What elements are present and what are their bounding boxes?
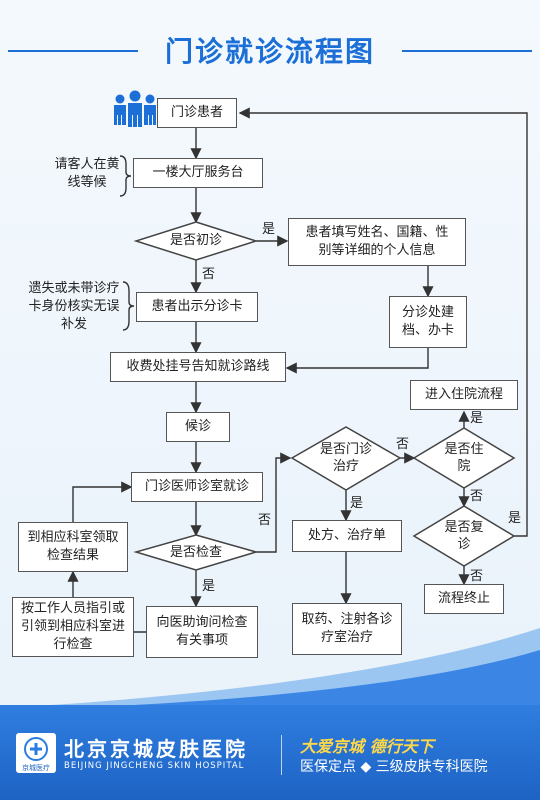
node-register: 收费处挂号告知就诊路线 xyxy=(110,352,286,382)
node-patient: 门诊患者 xyxy=(157,98,237,128)
node-exam-question: 是否检查 xyxy=(169,545,222,560)
label-followup-no: 否 xyxy=(470,569,484,584)
diamond-followup xyxy=(412,505,516,567)
node-prescription: 处方、治疗单 xyxy=(292,520,402,552)
diamond-hospitalize xyxy=(412,427,516,489)
diamond-outpatient xyxy=(290,426,402,491)
footer-wave xyxy=(0,628,540,710)
node-end: 流程终止 xyxy=(424,584,504,614)
node-service-desk: 一楼大厅服务台 xyxy=(133,158,263,188)
label-first-no: 否 xyxy=(202,267,216,282)
diamond-exam xyxy=(133,534,259,571)
hospital-slogan: 大爱京城 德行天下 xyxy=(300,737,434,756)
hospital-english-name: BEIJING JINGCHENG SKIN HOSPITAL xyxy=(64,761,245,771)
hospital-name: 北京京城皮肤医院 xyxy=(64,737,248,761)
edge-examq-no xyxy=(256,452,292,553)
logo-emblem-icon: 京城医疗 xyxy=(22,737,50,772)
brace-wait-line xyxy=(119,155,132,197)
label-exam-no: 否 xyxy=(258,513,272,528)
label-first-yes: 是 xyxy=(262,222,276,237)
node-triage-card: 分诊处建档、办卡 xyxy=(389,296,467,348)
node-outpatient-question: 是否门诊治疗 xyxy=(319,442,372,474)
logo-text: 京城医疗 xyxy=(22,763,50,772)
people-icon xyxy=(114,90,156,127)
edge-triage-register xyxy=(285,348,429,374)
label-outpatient-yes: 是 xyxy=(350,496,364,511)
node-ask-assistant: 向医助询问检查有关事项 xyxy=(146,606,258,658)
edge-followq-yes xyxy=(238,107,528,537)
node-fill-info: 患者填写姓名、国籍、性别等详细的个人信息 xyxy=(288,218,466,266)
node-hospitalize-question: 是否住院 xyxy=(444,442,484,474)
hospital-tagline: 医保定点 ◆ 三级皮肤专科医院 xyxy=(300,759,488,775)
title-right-line xyxy=(402,50,532,52)
footer-divider xyxy=(281,735,282,775)
node-followup-question: 是否复诊 xyxy=(444,520,484,552)
node-guide-exam: 按工作人员指引或引领到相应科室进行检查 xyxy=(12,597,134,657)
node-medicine: 取药、注射各诊疗室治疗 xyxy=(292,603,402,655)
hospital-logo: 京城医疗 xyxy=(16,733,56,773)
brace-lost-card xyxy=(122,281,135,331)
edge-results-doctor xyxy=(72,481,133,522)
node-show-card: 患者出示分诊卡 xyxy=(136,292,258,322)
note-wait-line: 请客人在黄线等候 xyxy=(54,157,120,190)
node-doctor: 门诊医师诊室就诊 xyxy=(131,472,263,502)
label-hospitalize-no: 否 xyxy=(470,489,484,504)
node-get-results: 到相应科室领取检查结果 xyxy=(18,522,128,572)
label-exam-yes: 是 xyxy=(202,579,216,594)
footer-banner xyxy=(0,705,540,800)
node-wait: 候诊 xyxy=(166,412,230,442)
label-outpatient-no: 否 xyxy=(396,437,410,452)
label-hospitalize-yes: 是 xyxy=(470,411,484,426)
label-followup-yes: 是 xyxy=(508,511,522,526)
diamond-first-visit xyxy=(133,221,259,261)
node-first-visit-question: 是否初诊 xyxy=(169,233,222,248)
note-lost-card: 遗失或未带诊疗卡身份核实无误补发 xyxy=(28,281,120,332)
title-left-line xyxy=(8,50,138,52)
node-admission: 进入住院流程 xyxy=(410,380,518,410)
page-title: 门诊就诊流程图 xyxy=(164,35,375,68)
